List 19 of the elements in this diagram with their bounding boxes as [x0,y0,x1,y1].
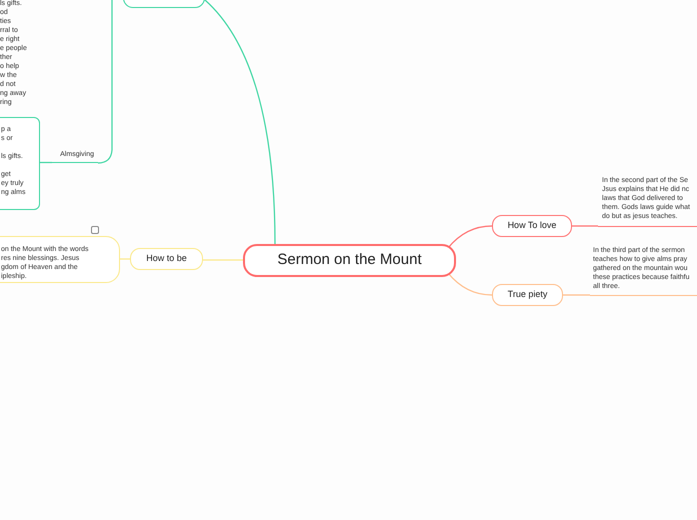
note-box [0,117,40,210]
connector [204,0,276,244]
topic-box [130,248,203,270]
connector [572,225,598,227]
connector [40,162,52,164]
note-box [0,236,120,283]
topic-text: Sermon on the Mount [277,250,422,270]
central-topic [243,244,456,277]
topic-text: True piety [508,288,548,302]
connector [120,258,130,260]
connector [563,294,590,296]
subtopic [52,150,98,163]
topic-box [492,215,572,237]
topic-box [492,284,563,306]
connector [448,225,492,248]
connector [203,259,243,261]
connector [448,272,492,296]
topic-text: How to be [146,252,187,266]
topic-text: How To love [508,219,556,232]
